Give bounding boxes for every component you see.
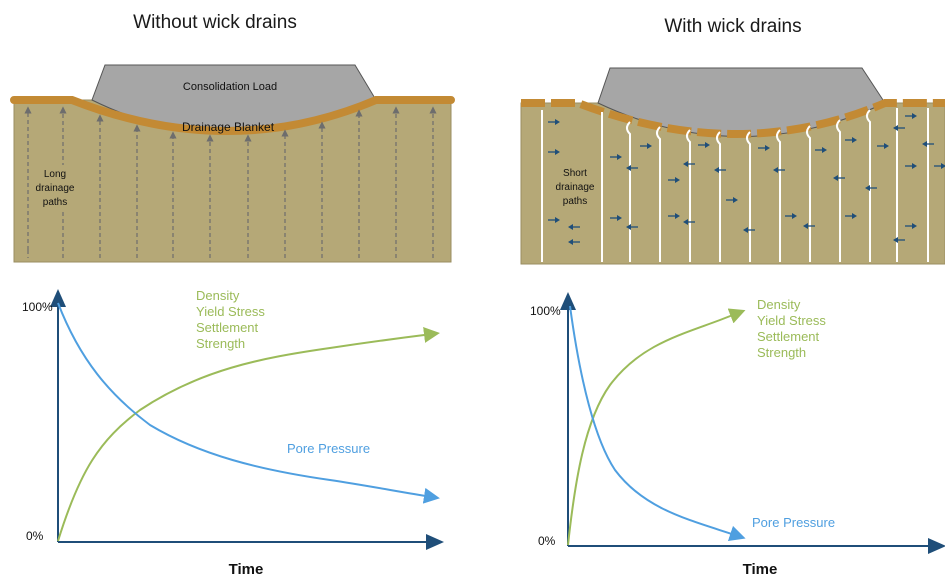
right-falling-label: Pore Pressure [752,515,835,530]
left-rising-curve [57,327,440,542]
left-load-label: Consolidation Load [183,81,277,93]
wick-drain [866,109,871,262]
drain-short-arrow-head [647,143,652,149]
right-falling-curve [569,305,746,542]
wick-drain [626,121,631,262]
left-rising-label-2: Yield Stress [196,304,265,319]
left-y-top-label: 100% [22,300,53,314]
right-path-label-1: Short [563,168,587,179]
drain-short-arrow-head [865,185,870,191]
drain-short-arrow-head [893,237,898,243]
drain-short-arrow-head [714,167,719,173]
wick-drain [746,131,751,262]
right-rising-label-1: Density [757,297,801,312]
drain-short-arrow-head [555,119,560,125]
right-path-label-bg [554,163,596,211]
right-rising-label-4: Strength [757,345,806,360]
right-y-bottom-label: 0% [538,534,556,548]
drain-short-arrow-head [743,227,748,233]
drain-short-arrow-head [617,154,622,160]
right-drainage-blanket [521,99,945,138]
drain-short-arrow-head [884,143,889,149]
drain-short-arrow-head [705,142,710,148]
left-falling-curve [57,302,440,504]
right-path-label-2: drainage [556,182,595,193]
right-y-top-label: 100% [530,304,561,318]
drain-short-arrow-head [626,224,631,230]
left-rising-label-3: Settlement [196,320,259,335]
drain-short-arrow-head [617,215,622,221]
drain-short-arrow-head [912,223,917,229]
drain-short-arrow-head [626,165,631,171]
drain-short-arrow-head [555,149,560,155]
right-short-arrows [548,113,945,245]
left-rising-label-4: Strength [196,336,245,351]
drain-short-arrow-head [941,163,945,169]
wick-drain [776,129,781,262]
left-path-label-1: Long [44,169,66,180]
drain-short-arrow-head [568,239,573,245]
drain-short-arrow-head [765,145,770,151]
drain-short-arrow-head [833,175,838,181]
right-rising-label-2: Yield Stress [757,313,826,328]
left-title: Without wick drains [133,12,297,33]
left-drainage-blanket [10,96,455,135]
wick-drain [686,129,691,262]
wick-drain [656,126,661,262]
drain-short-arrow-head [822,147,827,153]
right-wick-drains [541,108,929,262]
drain-short-arrow-head [568,224,573,230]
drain-short-arrow-head [922,141,927,147]
left-path-label-bg [34,165,74,211]
left-path-label-3: paths [43,197,67,208]
drain-short-arrow-head [852,213,857,219]
right-x-label: Time [743,561,778,578]
right-title: With wick drains [664,16,801,37]
left-path-label-2: drainage [36,183,75,194]
wick-drain [716,131,721,262]
drain-short-arrow-head [733,197,738,203]
left-y-bottom-label: 0% [26,529,44,543]
right-rising-curve [567,308,746,546]
drain-short-arrow-head [675,213,680,219]
left-rising-label-1: Density [196,288,240,303]
drain-short-arrow-head [675,177,680,183]
drain-short-arrow-head [852,137,857,143]
right-panel: With wick drains Short drainage paths [520,16,945,578]
right-path-label-3: paths [563,196,587,207]
drain-short-arrow-head [555,217,560,223]
drain-short-arrow-head [893,125,898,131]
left-blanket-label: Drainage Blanket [182,120,275,134]
drain-short-arrow-head [683,219,688,225]
drain-short-arrow-head [683,161,688,167]
left-falling-label: Pore Pressure [287,441,370,456]
drain-short-arrow-head [792,213,797,219]
left-panel: Without wick drains Consolidation Load D… [10,12,455,578]
drain-short-arrow-head [912,113,917,119]
wick-drain [806,125,811,262]
right-rising-label-3: Settlement [757,329,820,344]
drain-short-arrow-head [773,167,778,173]
drain-short-arrow-head [803,223,808,229]
left-x-label: Time [229,561,264,578]
wick-drain [836,119,841,262]
drain-short-arrow-head [912,163,917,169]
